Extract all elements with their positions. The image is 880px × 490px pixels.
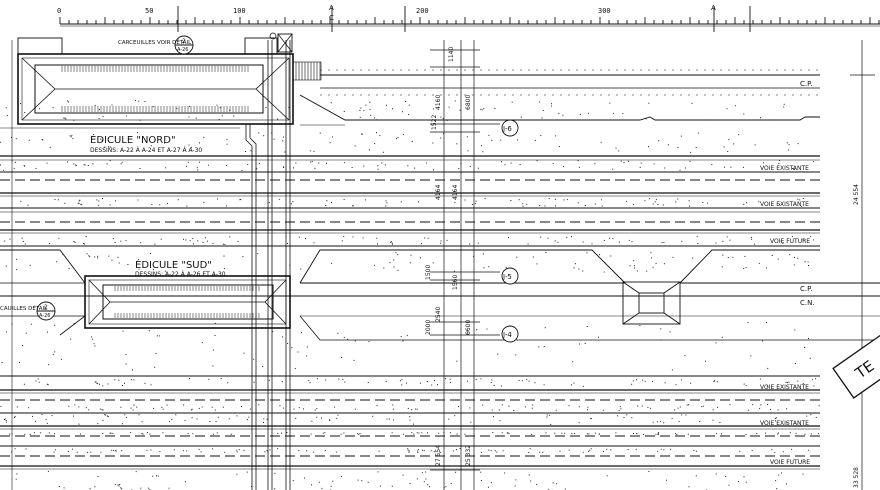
svg-text:27 554: 27 554 xyxy=(435,445,442,466)
svg-text:1560: 1560 xyxy=(452,275,459,290)
svg-text:1140: 1140 xyxy=(448,47,455,62)
dashed-center-lines xyxy=(0,69,820,457)
svg-text:6600: 6600 xyxy=(465,320,472,335)
svg-text:2000: 2000 xyxy=(425,320,432,335)
svg-text:2540: 2540 xyxy=(435,307,442,322)
line-label-voie-existante: VOIE EXISTANTE xyxy=(760,201,809,208)
line-label-voie-existante: VOIE EXISTANTE xyxy=(760,420,809,427)
svg-text:4164: 4164 xyxy=(452,185,459,200)
title-stamp: TE xyxy=(832,327,880,399)
svg-text:4164: 4164 xyxy=(435,185,442,200)
marker-label: J-5 xyxy=(502,273,512,281)
north-edicule-note: DESSINS: A-22 À A-24 ET A-27 À A-30 xyxy=(90,147,202,154)
stipple-texture xyxy=(0,100,820,490)
axis-marker: C xyxy=(329,14,334,22)
svg-text:33 528: 33 528 xyxy=(853,467,860,488)
svg-text:25 332: 25 332 xyxy=(465,445,472,466)
axis-marker: A xyxy=(329,4,334,12)
svg-text:1500: 1500 xyxy=(425,265,432,280)
line-label-cp: C.P. xyxy=(800,285,812,293)
north-detail-callout: CARCEUILLES VOIR DÉTAIL xyxy=(118,38,192,46)
edicule-south xyxy=(84,275,291,329)
svg-text:1522: 1522 xyxy=(431,115,438,130)
scale-tick-label: 300 xyxy=(598,7,611,15)
edicule-north xyxy=(17,33,322,125)
line-label-voie-future: VOIE FUTURE xyxy=(770,459,810,466)
south-detail-ref-sheet: A-26 xyxy=(39,313,50,319)
reference-markers xyxy=(501,119,519,343)
marker-label: J-4 xyxy=(502,331,512,339)
svg-text:24 554: 24 554 xyxy=(853,184,860,205)
line-label-cp: C.P. xyxy=(800,80,812,88)
north-detail-ref: 2 xyxy=(182,38,186,45)
scale-tick-label: 200 xyxy=(416,7,429,15)
scale-tick-label: 0 xyxy=(57,7,61,15)
dimension-lines xyxy=(430,40,875,490)
line-label-voie-existante: VOIE EXISTANTE xyxy=(760,165,809,172)
svg-text:4160: 4160 xyxy=(435,95,442,110)
south-detail-callout: CAUILLES DÉTAIL xyxy=(0,304,48,312)
scale-tick-label: 100 xyxy=(233,7,246,15)
line-label-cn: C.N. xyxy=(800,299,815,307)
axis-marker: A xyxy=(711,4,716,12)
vertical-ducts xyxy=(245,32,291,490)
south-detail-ref: 2 xyxy=(44,304,48,311)
track-lines xyxy=(0,74,880,470)
dimension-texts: 1140 4160 6800 1522 4164 4164 1500 1560 … xyxy=(425,47,860,488)
line-label-voie-existante: VOIE EXISTANTE xyxy=(760,384,809,391)
scale-tick-label: 50 xyxy=(145,7,153,15)
detail-callouts xyxy=(36,35,194,321)
scale-bar xyxy=(59,6,880,32)
south-edicule-note: DESSINS: A-22 À A-26 ET A-30 xyxy=(135,271,226,278)
svg-text:6800: 6800 xyxy=(465,95,472,110)
north-detail-ref-sheet: A-26 xyxy=(177,47,188,53)
north-edicule-title: ÉDICULE "NORD" xyxy=(90,133,176,146)
roof-pyramid xyxy=(622,281,681,325)
line-label-voie-future: VOIE FUTURE xyxy=(770,238,810,245)
south-edicule-title: ÉDICULE "SUD" xyxy=(135,258,212,271)
marker-label: J-6 xyxy=(502,125,512,133)
